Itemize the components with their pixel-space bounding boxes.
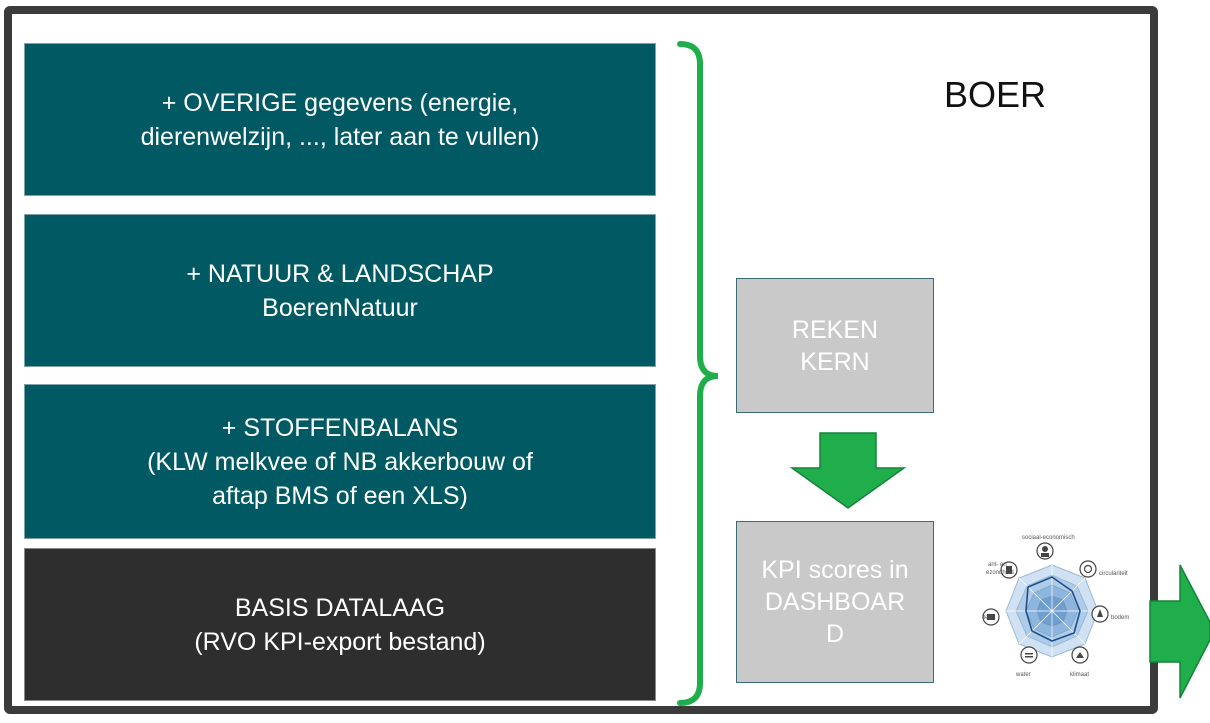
layer-natuur-line-1: + NATUUR & LANDSCHAP xyxy=(186,259,494,288)
radar-score-shape xyxy=(1025,576,1081,642)
radar-label-right: bodem xyxy=(1111,615,1129,621)
layer-stoffen-line-3: aftap BMS of een XLS) xyxy=(212,481,468,510)
layer-overige-line-2: dierenwelzijn, ..., later aan te vullen) xyxy=(140,122,540,151)
radar-label-bottom-left: water xyxy=(1015,672,1031,678)
layer-stoffen-line-1: + STOFFENBALANS xyxy=(221,413,459,442)
radar-label-left: iteit xyxy=(982,615,992,621)
brace-shape xyxy=(677,41,719,706)
layer-overige-line-1: + OVERIGE gegevens (energie, xyxy=(161,88,519,117)
reken-kern-line-1: REKEN xyxy=(791,315,879,344)
layer-natuur-line-2: BoerenNatuur xyxy=(262,293,418,322)
kpi-dashboard-line-2: DASHBOAR xyxy=(764,588,906,616)
reken-kern-box: REKEN KERN xyxy=(736,278,934,413)
boer-label: BOER xyxy=(944,74,1047,115)
kpi-dashboard-line-3: D xyxy=(825,620,845,648)
layer-overige-gegevens: + OVERIGE gegevens (energie, dierenwelzi… xyxy=(24,43,656,196)
circulariteit-icon xyxy=(1079,560,1097,578)
layer-basis-line-1: BASIS DATALAAG xyxy=(234,593,446,622)
radar-label-right-upper: circulariteit xyxy=(1099,571,1128,577)
radar-label-left-upper-2: ezondheid xyxy=(986,570,1014,576)
layer-natuur-landschap: + NATUUR & LANDSCHAP BoerenNatuur xyxy=(24,214,656,367)
layer-stoffenbalans: + STOFFENBALANS (KLW melkvee of NB akker… xyxy=(24,384,656,539)
down-arrow-shape xyxy=(789,432,907,509)
layer-stoffen-line-2: (KLW melkvee of NB akkerbouw of xyxy=(147,447,533,476)
radar-label-bottom-right: klimaat xyxy=(1070,672,1089,678)
layer-basis-datalaag: BASIS DATALAAG (RVO KPI-export bestand) xyxy=(24,548,656,701)
kpi-dashboard-box: KPI scores in DASHBOAR D xyxy=(736,521,934,683)
layer-basis-line-2: (RVO KPI-export bestand) xyxy=(194,627,486,656)
radar-label-left-upper-1: ant- en xyxy=(988,562,1007,568)
right-arrow-shape xyxy=(1149,564,1210,699)
reken-kern-line-2: KERN xyxy=(800,347,870,376)
water-icon xyxy=(1020,646,1038,664)
kpi-dashboard-line-1: KPI scores in xyxy=(761,556,909,584)
radar-label-top: sociaal-economisch xyxy=(1022,535,1075,541)
radar-spokes xyxy=(1006,565,1098,657)
